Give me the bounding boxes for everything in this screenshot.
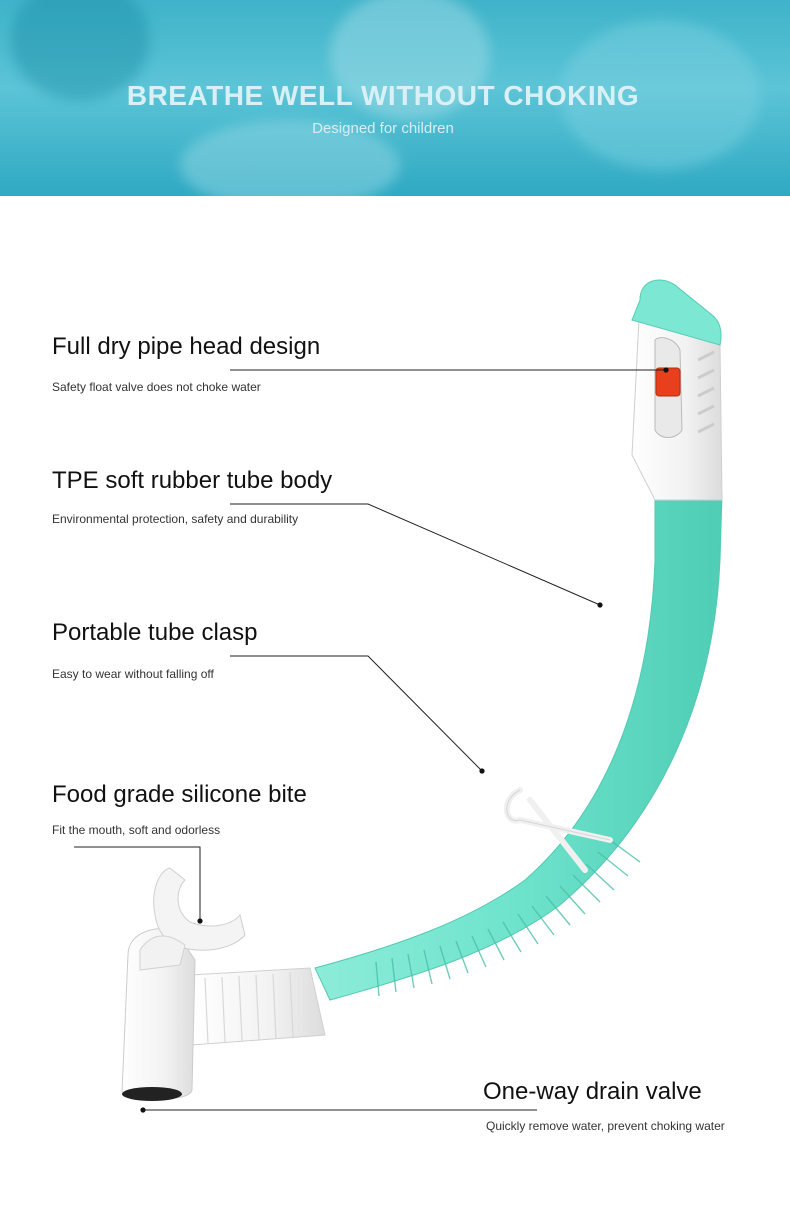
feature-subtitle-dry-head: Safety float valve does not choke water [52, 380, 261, 394]
feature-subtitle-silicone-bite: Fit the mouth, soft and odorless [52, 823, 221, 837]
connector-ribs [204, 971, 294, 1044]
feature-title-dry-head: Full dry pipe head design [52, 333, 321, 360]
banner-subtitle: Designed for children [312, 120, 454, 137]
feature-title-tube-body: TPE soft rubber tube body [52, 467, 333, 494]
drain-valve-cap [122, 1087, 182, 1101]
banner-swimmer-right [330, 0, 490, 120]
banner-title: BREATHE WELL WITHOUT CHOKING [126, 80, 640, 111]
bite-neck [139, 935, 186, 971]
feature-title-drain-valve: One-way drain valve [483, 1078, 702, 1105]
dry-head-cap [631, 279, 722, 346]
feature-title-silicone-bite: Food grade silicone bite [52, 781, 307, 808]
feature-subtitle-tube-clasp: Easy to wear without falling off [52, 667, 214, 681]
snorkel-illustration [74, 279, 723, 1113]
leader-tube-clasp [230, 655, 483, 772]
banner-reflection [180, 120, 400, 196]
leader-dots [140, 367, 669, 1113]
feature-subtitle-tube-body: Environmental protection, safety and dur… [52, 512, 299, 526]
banner-light [560, 20, 760, 170]
tube-corrugation [375, 839, 641, 997]
snorkel-tube [314, 494, 723, 1001]
float-valve [655, 367, 681, 397]
vent-slots [697, 350, 715, 434]
leader-silicone-bite [74, 846, 201, 921]
leader-tube-body [230, 503, 601, 606]
banner-swimmer-left [10, 0, 150, 100]
feature-title-tube-clasp: Portable tube clasp [52, 619, 258, 646]
feature-subtitle-drain-valve: Quickly remove water, prevent choking wa… [486, 1119, 725, 1133]
hero-banner: BREATHE WELL WITHOUT CHOKING Designed fo… [0, 0, 790, 196]
leader-lines [74, 369, 666, 1111]
